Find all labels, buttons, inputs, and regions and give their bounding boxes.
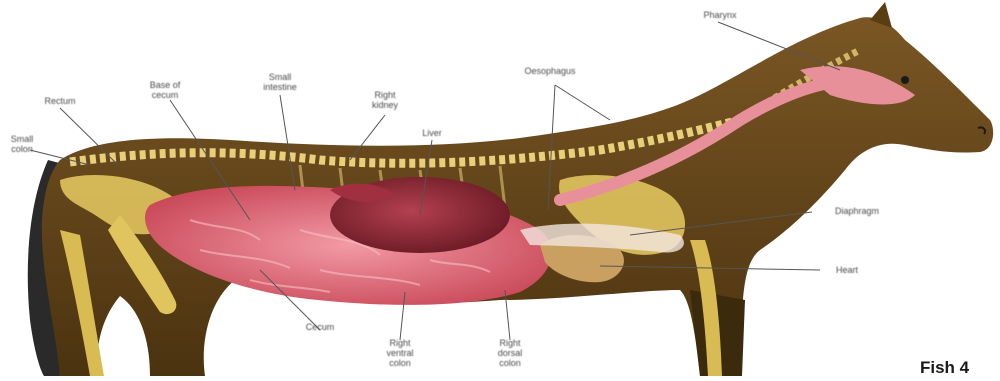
label-diaphragm: Diaphragm — [812, 206, 902, 216]
label-right-ventral-colon: Right ventral colon — [370, 338, 430, 368]
label-right-dorsal-colon: Right dorsal colon — [480, 338, 540, 368]
label-right-kidney: Right kidney — [355, 90, 415, 110]
label-small-colon: Small colon — [0, 134, 44, 154]
label-rectum: Rectum — [30, 96, 90, 106]
label-esophagus: Oesophagus — [495, 66, 605, 76]
label-pharynx: Pharynx — [680, 10, 760, 20]
corner-caption: Fish 4 — [920, 358, 969, 378]
label-base-of-cecum: Base of cecum — [135, 80, 195, 100]
label-small-intestine: Small intestine — [240, 72, 320, 92]
label-cecum: Cecum — [290, 322, 350, 332]
eye — [901, 76, 909, 84]
label-heart: Heart — [822, 265, 872, 275]
label-liver: Liver — [412, 128, 452, 138]
